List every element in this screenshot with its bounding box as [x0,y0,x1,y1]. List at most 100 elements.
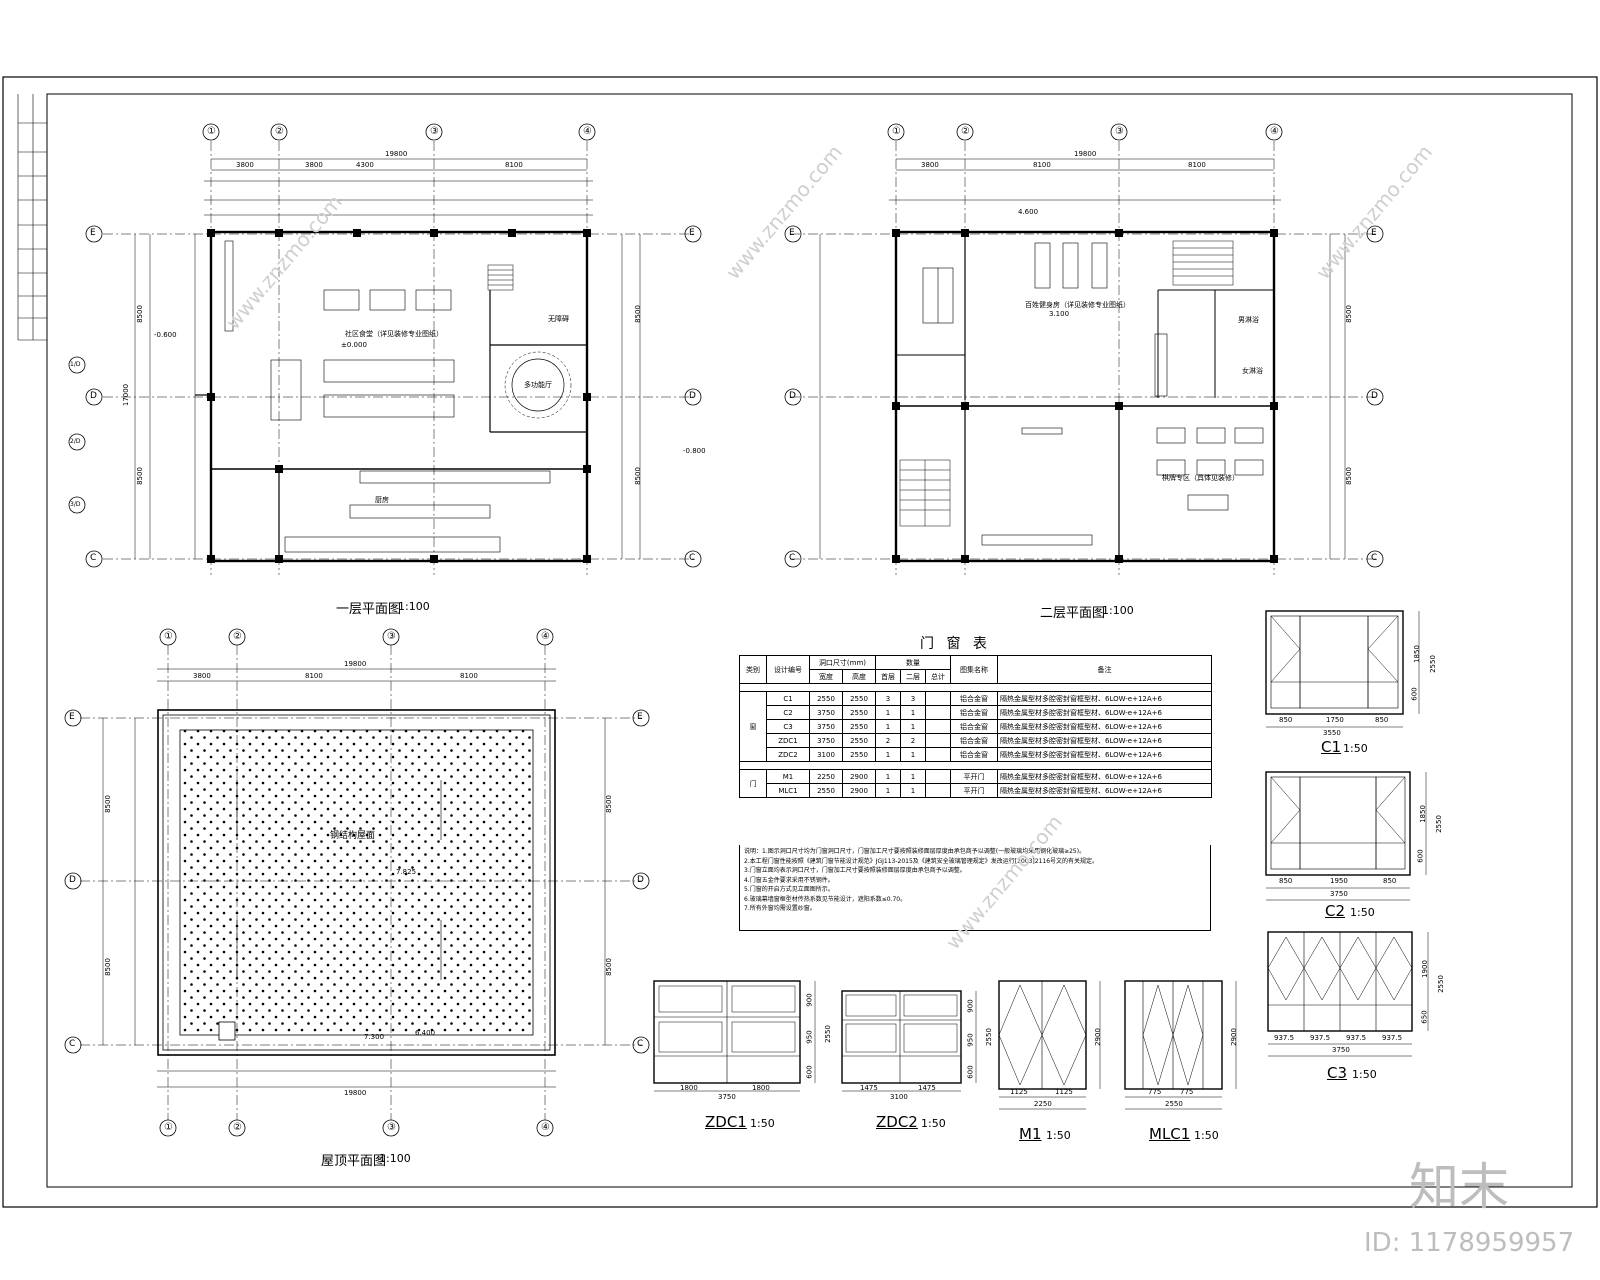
roof-grid-bubbles [64,628,650,1137]
c3-dim: 1900 [1420,960,1429,978]
detail-zdc2-title: ZDC2 [876,1113,918,1131]
schedule-note: 隔热金属型材多腔密封窗框型材、6LOW-e+12A+6 [997,783,1212,798]
schedule-qty-f2: 1 [900,705,926,720]
f1-axis-2: ② [275,126,284,137]
schedule-qty-f2: 1 [900,719,926,734]
floor1-columns [207,229,591,563]
f1-row-dim-2: 8500 [135,467,144,485]
mlc1-dim: 775 [1180,1088,1194,1096]
f2-level-3100: 3.100 [1049,310,1070,318]
roof-row-e: E [69,712,75,722]
roof-level-6400: 6.400 [415,1029,436,1037]
detail-mlc1-title: MLC1 [1149,1125,1191,1143]
c2-dim: 850 [1279,877,1293,885]
schedule-note: 隔热金属型材多腔密封窗框型材、6LOW-e+12A+6 [997,691,1212,706]
f1-subrow-2: 2/D [70,438,81,445]
schedule-header-atlas: 图集名称 [950,655,998,684]
brand-logo: 知末 [1409,1158,1509,1216]
f1-subrow-3: 3/D [70,501,81,508]
schedule-header-size: 洞口尺寸(mm) [809,655,876,670]
c1-dim: 850 [1279,716,1293,724]
floor2-equipment [922,242,1264,546]
schedule-note-line: 6.玻璃幕墙窗框型材传热系数见节能设计，遮阳系数≤0.70。 [744,895,907,903]
c3-dim: 937.5 [1310,1034,1331,1042]
schedule-spacer [739,761,1212,770]
table-row: 窗 C1 2550 2550 3 3 铝合金窗 隔热金属型材多腔密封窗框型材、6… [739,691,1212,762]
schedule-qty-total [925,719,951,734]
c3-dim: 2550 [1436,975,1445,993]
roof-bay-1: 3800 [193,672,211,680]
roof-axis-3-bottom: ③ [387,1122,396,1133]
detail-zdc2-scale: 1:50 [921,1117,946,1130]
mlc1-dim: 2550 [1165,1100,1183,1108]
f2-axis-4: ④ [1270,126,1279,137]
schedule-subheader-row: 宽度 高度 首层 二层 总计 [740,669,1212,684]
floor2-columns [892,229,1278,563]
schedule-width: 3100 [809,747,843,762]
roof-axis-1-bottom: ① [164,1122,173,1133]
schedule-subheader-total: 总计 [925,669,951,684]
schedule-note-line: 5.门窗的开启方式见立面图所示。 [744,886,834,893]
detail-zdc2-drawing [841,990,977,1092]
schedule-qty-f2: 2 [900,733,926,748]
f2-axis-2: ② [961,126,970,137]
schedule-width: 2250 [809,769,843,784]
f1-row-e-right: E [689,228,695,238]
floor1-dining-tables [270,289,455,421]
door-window-schedule: 类别 设计编号 洞口尺寸(mm) 数量 图集名称 备注 宽度 高度 首层 二层 … [739,655,1212,798]
schedule-code: C2 [766,705,810,720]
c1-dim: 3550 [1323,729,1341,737]
schedule-atlas: 铝合金窗 [950,719,998,734]
schedule-width: 3750 [809,719,843,734]
f2-row-e-right: E [1371,228,1377,238]
c3-dim: 937.5 [1382,1034,1403,1042]
roof-axis-4-bottom: ④ [541,1122,550,1133]
schedule-spacer [739,683,1212,692]
f2-row-d-right: D [1371,391,1378,401]
zdc1-dim: 1800 [680,1084,698,1092]
outer-frame [2,76,1598,1208]
f2-room-gym: 百姓健身房（详见装修专业图纸） [1025,301,1130,309]
roof-axis-2: ② [233,631,242,642]
schedule-note-line: 3.门窗立面均表示洞口尺寸，门窗加工尺寸要按照装修面层厚度由承包商予以调整。 [744,867,966,874]
detail-zdc1-scale: 1:50 [750,1117,775,1130]
f1-level-minus-0800: -0.800 [683,447,706,455]
floor2-grid-bubbles [784,123,1384,568]
f2-bay-1: 3800 [921,161,939,169]
roof-bay-2: 8100 [305,672,323,680]
zdc2-dim: 600 [966,1065,975,1079]
c2-dim: 3750 [1330,890,1348,898]
roof-title: 屋顶平面图 [321,1154,387,1169]
schedule-qty-f1: 1 [875,783,901,798]
detail-c1-scale: 1:50 [1343,742,1368,755]
table-row: ZDC1 3750 2550 2 2 铝合金窗 隔热金属型材多腔密封窗框型材、6… [740,733,1212,748]
detail-c2-drawing [1265,771,1427,901]
roof-dimension-lines [102,668,606,1088]
f2-room-men-shower: 男淋浴 [1238,316,1259,324]
schedule-note: 隔热金属型材多腔密封窗框型材、6LOW-e+12A+6 [997,733,1212,748]
f2-row-c: C [789,553,796,563]
m1-dim: 2900 [1093,1028,1102,1046]
detail-mlc1-scale: 1:50 [1194,1129,1219,1142]
schedule-header-category: 类别 [739,655,767,684]
schedule-qty-total [925,747,951,762]
floor1-grid [103,141,694,575]
detail-m1-title: M1 [1019,1125,1042,1143]
f1-row-dim-right-2: 8500 [633,467,642,485]
zdc2-dim: 900 [966,999,975,1013]
zdc1-dim: 3750 [718,1093,736,1101]
f1-row-dim-1: 8500 [135,305,144,323]
f2-room-women-shower: 女淋浴 [1242,367,1263,375]
roof-level-center: 7.825 [396,868,417,876]
schedule-height: 2550 [842,719,876,734]
schedule-header-code: 设计编号 [766,655,810,684]
schedule-note: 隔热金属型材多腔密封窗框型材、6LOW-e+12A+6 [997,719,1212,734]
floor2-stairs [899,240,1234,527]
roof-material-note: 钢结构屋面 [330,831,376,841]
schedule-qty-f2: 1 [900,783,926,798]
roof-row-c: C [69,1039,76,1049]
table-row: 门 M1 2250 2900 1 1 平开门 隔热金属型材多腔密封窗框型材、6L… [739,769,1212,798]
c3-dim: 3750 [1332,1046,1350,1054]
schedule-qty-total [925,705,951,720]
